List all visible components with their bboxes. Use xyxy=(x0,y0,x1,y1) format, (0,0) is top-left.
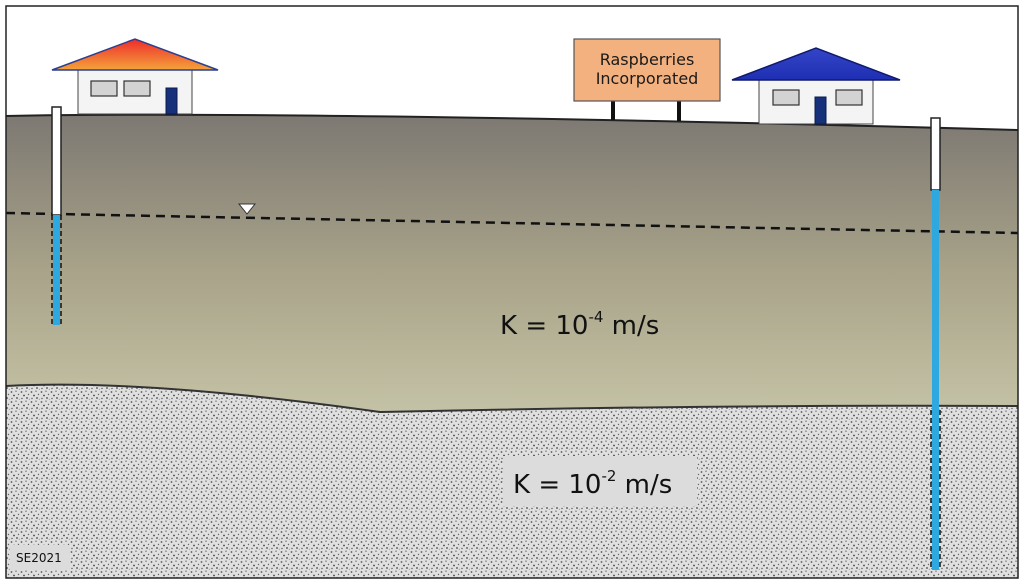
upper-k-base: K = 10 xyxy=(500,311,588,341)
credit-bg xyxy=(10,545,70,570)
layer-boundary-line xyxy=(5,383,1019,414)
company-sign: Raspberries Incorporated xyxy=(573,38,721,121)
ground-surface-line xyxy=(5,113,1019,131)
lower-layer-k-label: K = 10-2 m/s xyxy=(513,467,672,500)
upper-layer-k-label: K = 10-4 m/s xyxy=(500,308,659,341)
right-house xyxy=(731,47,901,125)
credit-label: SE2021 xyxy=(16,551,62,565)
upper-soil-layer xyxy=(6,114,1018,413)
right-house-roof xyxy=(731,47,901,81)
right-well xyxy=(930,117,941,570)
right-house-window-2 xyxy=(835,89,863,106)
frame-border xyxy=(5,5,1019,579)
left-house-window-1 xyxy=(90,80,118,97)
left-house-door xyxy=(165,87,178,115)
lower-k-base: K = 10 xyxy=(513,470,601,500)
left-house-window-2 xyxy=(123,80,151,97)
right-house-door xyxy=(814,96,827,125)
lower-k-unit: m/s xyxy=(616,470,672,500)
lower-k-exponent: -2 xyxy=(601,467,616,485)
left-house xyxy=(51,38,219,115)
sign-post-right xyxy=(677,100,681,121)
upper-k-unit: m/s xyxy=(603,311,659,341)
left-well xyxy=(51,106,62,325)
right-house-window-1 xyxy=(772,89,800,106)
sign-post-left xyxy=(611,100,615,120)
lower-k-label-bg xyxy=(503,456,697,506)
left-house-roof xyxy=(51,38,219,71)
water-table-triangle-icon xyxy=(237,203,257,215)
sign-line-1: Raspberries xyxy=(600,50,695,69)
water-table-line xyxy=(5,211,1019,235)
sign-board xyxy=(573,38,721,102)
upper-k-exponent: -4 xyxy=(588,308,603,326)
sign-line-2: Incorporated xyxy=(596,69,699,88)
